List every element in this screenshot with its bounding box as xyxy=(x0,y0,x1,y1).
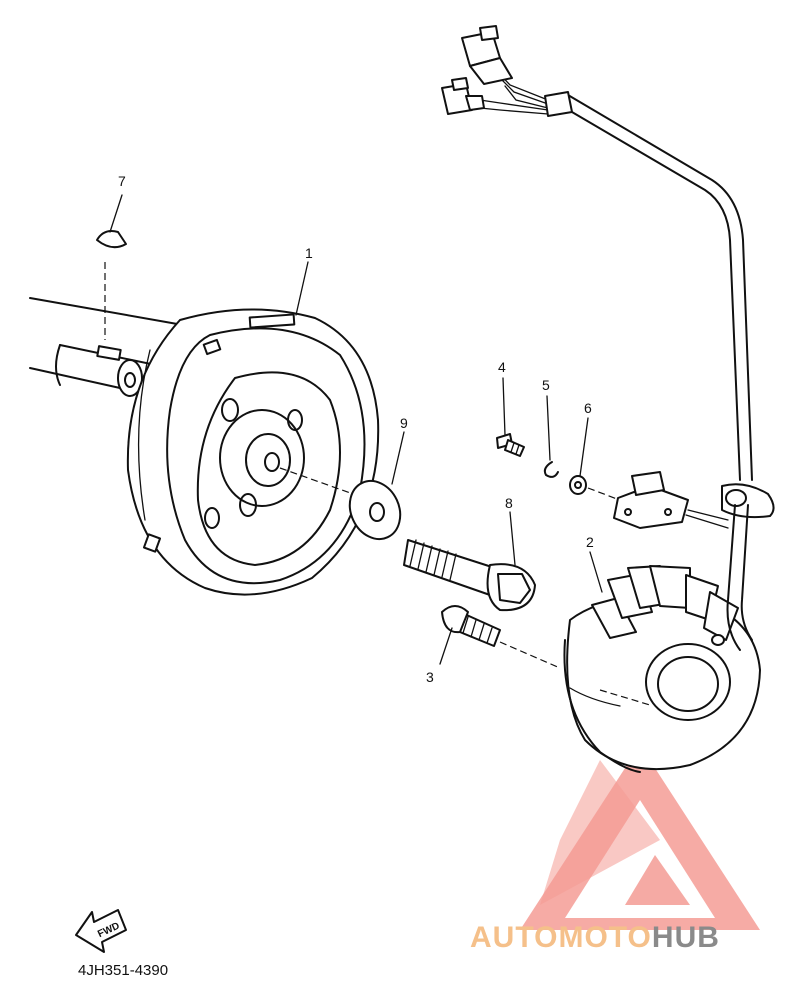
spring-washer xyxy=(543,461,559,478)
callout-6: 6 xyxy=(584,400,592,416)
stator-screw xyxy=(441,605,561,669)
callout-4: 4 xyxy=(498,359,506,375)
callout-7: 7 xyxy=(118,173,126,189)
svg-text:AUTOMOTOHUB: AUTOMOTOHUB xyxy=(470,921,720,954)
watermark-logo-icon xyxy=(520,745,760,930)
leader-lines xyxy=(109,194,603,665)
forward-direction-arrow-icon: FWD xyxy=(75,909,127,953)
watermark-brand-prefix: AUTOMOTO xyxy=(470,921,652,954)
fastener-axis-line xyxy=(587,487,626,503)
lock-washer xyxy=(569,475,587,495)
watermark-brand-suffix: HUB xyxy=(652,921,720,954)
callout-5: 5 xyxy=(542,377,550,393)
callout-numbers: 7 1 4 5 6 9 8 2 3 xyxy=(118,173,594,685)
lead-holder-screw xyxy=(496,433,525,457)
callout-8: 8 xyxy=(505,495,513,511)
stator-assembly xyxy=(563,565,761,773)
callout-1: 1 xyxy=(305,245,313,261)
crankshaft-end xyxy=(29,297,201,397)
flywheel-rotor xyxy=(126,308,380,596)
wire-harness xyxy=(441,25,775,651)
callout-2: 2 xyxy=(586,534,594,550)
callout-3: 3 xyxy=(426,669,434,685)
diagram-code: 4JH351-4390 xyxy=(78,962,168,979)
woodruff-key xyxy=(96,230,127,340)
callout-9: 9 xyxy=(400,415,408,431)
watermark-brand: AUTOMOTOHUB xyxy=(470,921,720,954)
rotor-bolt xyxy=(403,539,536,612)
plain-washer xyxy=(348,479,402,541)
